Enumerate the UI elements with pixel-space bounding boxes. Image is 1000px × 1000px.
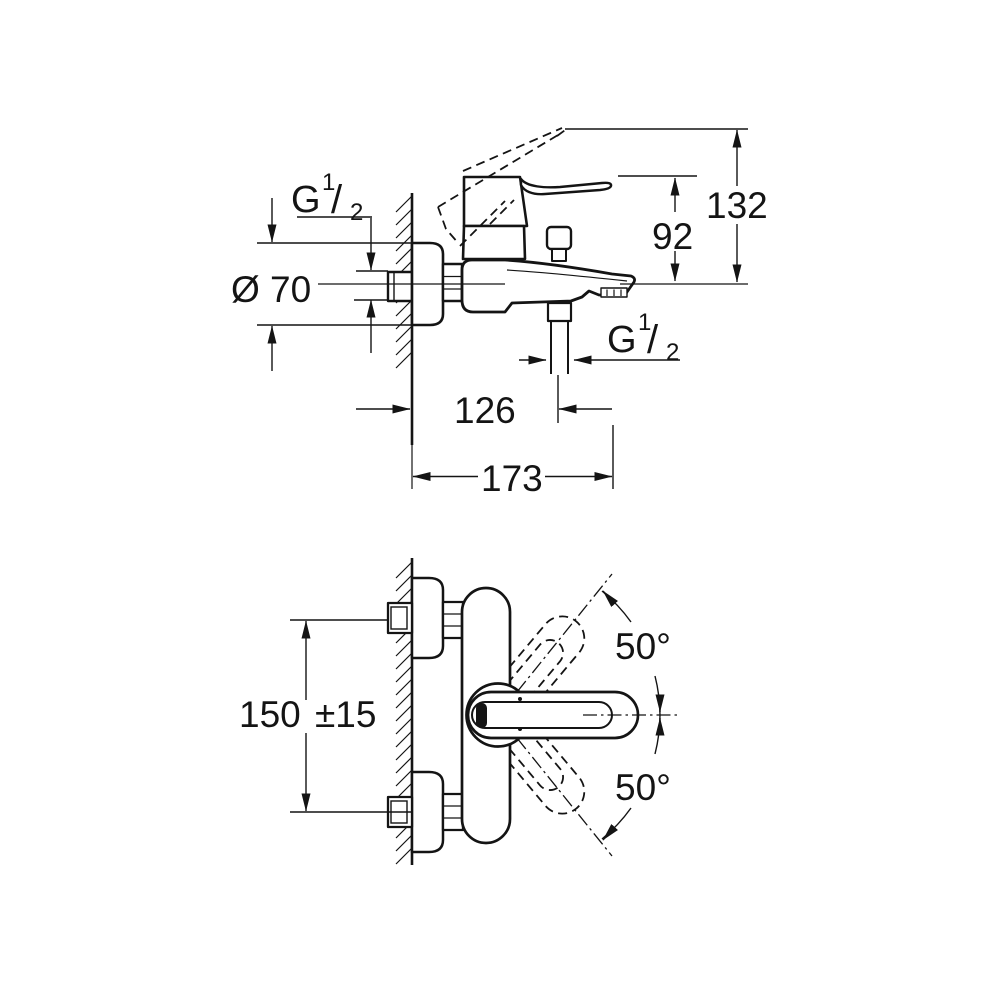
- diverter-knob: [545, 225, 573, 251]
- escutcheon-diameter-label: Ø 70: [231, 269, 311, 310]
- height-132-label: 132: [706, 185, 768, 226]
- lever-dot-top: [518, 697, 522, 701]
- inlet-spacing-dimension: [290, 619, 412, 813]
- wall-thread-denominator: 2: [350, 199, 363, 226]
- aerator: [600, 287, 628, 298]
- wall-thread-label: G 1 / 2: [291, 169, 363, 226]
- lower-inlet-connection: [386, 770, 465, 854]
- outlet-thread-denominator: 2: [666, 339, 679, 366]
- cartridge-hood: [462, 175, 529, 228]
- outlet-thread-label: G 1 / 2: [607, 309, 679, 366]
- outlet-thread-slash: /: [647, 318, 659, 362]
- outlet-nipple: [546, 301, 573, 323]
- wall-union-nut: [386, 270, 414, 303]
- swing-angle-down-label: 50°: [615, 767, 671, 808]
- wall-thread-letter: G: [291, 179, 321, 221]
- lever-blade-side: [519, 177, 613, 196]
- outlet-thread-letter: G: [607, 319, 637, 361]
- side-view-dimensions: [257, 128, 748, 489]
- wall-thread-slash: /: [331, 178, 343, 222]
- hex-nut-side: [441, 262, 464, 303]
- shower-outlet-pipe: [550, 321, 569, 374]
- upper-inlet-connection: [386, 576, 465, 660]
- plan-view: 150 ±15 50° 50°: [239, 558, 678, 865]
- swing-angle-up-label: 50°: [615, 626, 671, 667]
- spout-top-line: [506, 269, 628, 282]
- lever-raised-ghost: [437, 127, 569, 247]
- lever-centerline-up: [516, 573, 613, 693]
- depth-173-label: 173: [481, 458, 543, 499]
- side-view-labels: G 1 / 2 Ø 70 92 132 G 1 / 2 126 173: [231, 169, 768, 499]
- escutcheon-lower: [410, 770, 445, 854]
- diverter-stem: [551, 248, 567, 262]
- escutcheon-upper: [410, 576, 445, 660]
- side-view: G 1 / 2 Ø 70 92 132 G 1 / 2 126 173: [231, 127, 768, 499]
- depth-126-label: 126: [454, 390, 516, 431]
- cartridge-collar: [461, 224, 527, 261]
- lever-dot-bottom: [518, 727, 522, 731]
- outlet-thread-numerator: 1: [638, 309, 651, 336]
- wall-thread-numerator: 1: [322, 169, 335, 196]
- faucet-side: [386, 175, 636, 374]
- lever-centerline-down: [516, 737, 613, 857]
- height-92-label: 92: [652, 216, 693, 257]
- lever-logo-mark: [476, 703, 487, 728]
- wall-section-side: [395, 193, 414, 489]
- plan-view-labels: 150 ±15 50° 50°: [239, 626, 671, 808]
- hex-nut-lower: [441, 792, 465, 832]
- wall-hatch-plan: [395, 561, 413, 865]
- inlet-spacing-tolerance-label: ±15: [315, 694, 376, 735]
- swing-angle-annotation: [601, 590, 665, 841]
- hex-nut-upper: [441, 600, 465, 640]
- inlet-spacing-label: 150: [239, 694, 301, 735]
